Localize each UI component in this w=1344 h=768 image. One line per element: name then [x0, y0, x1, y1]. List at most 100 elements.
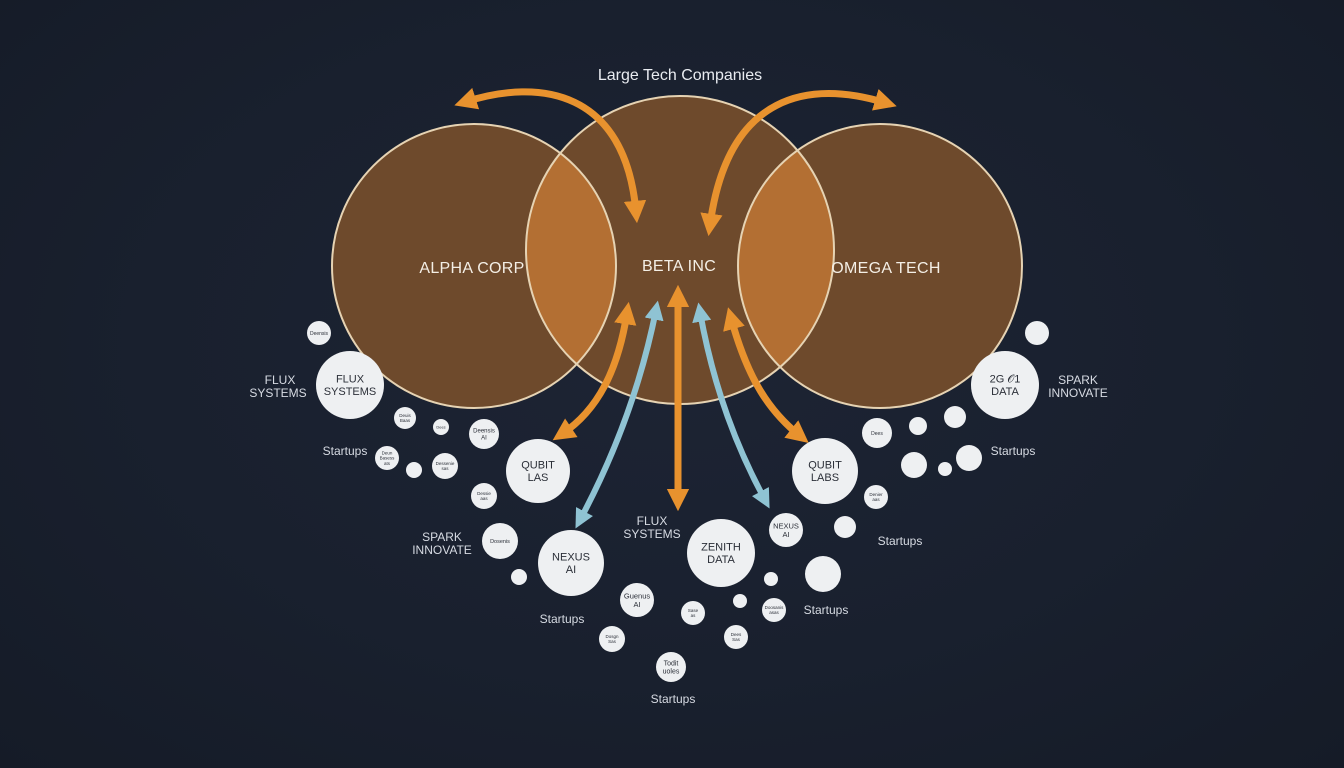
startup-dot-circle: [944, 406, 966, 428]
small-7-text: Dosenis: [490, 539, 510, 545]
startup-dot-circle: [764, 572, 778, 586]
guenus-ai-text: AI: [633, 600, 640, 609]
small-13-text: aas: [872, 497, 880, 502]
zenith-data-text: ZENITH: [701, 542, 741, 554]
small-9-circle: [681, 601, 705, 625]
small-4-circle: [375, 446, 399, 470]
small-12-circle: [862, 418, 892, 448]
startup-dot: [406, 462, 422, 478]
small-8-text: Sas: [608, 639, 617, 644]
small-11-text: Doosanis: [765, 605, 785, 610]
small-10-text: Sas: [732, 637, 741, 642]
todit-uoles-text: uoles: [663, 668, 680, 675]
small-9-text: Sase: [688, 608, 699, 613]
flux-systems-text: FLUX: [336, 374, 365, 386]
arrow-beta-zenith-data: [692, 302, 770, 509]
startup-dot: [733, 594, 747, 608]
small-9-text: as: [691, 613, 697, 618]
arrow-beta-nexus-ai: [575, 300, 664, 529]
ai-small-left-text: AI: [481, 436, 487, 442]
data-right-text: 2G 𝒪1: [990, 374, 1021, 386]
small-2-text: Baas: [400, 418, 411, 423]
small-4-text: Deun: [382, 450, 393, 455]
startups-right-upper-label: Startups: [991, 444, 1036, 458]
startups-left-lower-label: Startups: [540, 612, 585, 626]
small-2-circle: [394, 407, 416, 429]
side-labels: FLUX SYSTEMS Startups SPARK INNOVATE Sta…: [249, 373, 1107, 706]
spark-innovate-left-label-line1: SPARK: [422, 530, 462, 544]
startup-dot: [834, 516, 856, 538]
qubit-las-text: QUBIT: [521, 460, 555, 472]
small-11-text: asas: [769, 610, 779, 615]
small-8-circle: [599, 626, 625, 652]
startup-dot: [938, 462, 952, 476]
startup-dot: [944, 406, 966, 428]
startup-dot: [909, 417, 927, 435]
small-7-circle: [482, 523, 518, 559]
guenus-ai-circle: [620, 583, 654, 617]
small-11-circle: [762, 598, 786, 622]
small-2-text: Deuis: [399, 413, 411, 418]
ai-small-left-text: Deensis: [473, 429, 495, 435]
small-1-text: Deensis: [310, 331, 329, 337]
todit-uoles-circle: [656, 652, 686, 682]
startup-dot: [956, 445, 982, 471]
small-10-text: Dees: [731, 632, 742, 637]
guenus-ai-text: Guenus: [624, 591, 651, 600]
qubit-las-circle: [506, 439, 570, 503]
startup-dot-circle: [805, 556, 841, 592]
startup-dot-circle: [938, 462, 952, 476]
startup-dot-circle: [909, 417, 927, 435]
small-1-bubble: Deensis: [307, 321, 331, 345]
flux-systems-center-label-line2: SYSTEMS: [623, 527, 680, 541]
relationship-arrows: [454, 87, 897, 529]
nexus-ai-right-circle: [769, 513, 803, 547]
todit-uoles-text: Todit: [664, 660, 679, 667]
small-5-circle: [432, 453, 458, 479]
zenith-data-circle: [687, 519, 755, 587]
data-right-circle: [971, 351, 1039, 419]
startup-dot: [805, 556, 841, 592]
flux-systems-circle: [316, 351, 384, 419]
nexus-ai-right-text: NEXUS: [773, 521, 799, 530]
startups-right-mid-label: Startups: [878, 534, 923, 548]
zenith-data-text: DATA: [707, 554, 735, 566]
startup-dot-circle: [901, 452, 927, 478]
omega-tech-label: OMEGA TECH: [831, 260, 940, 277]
startup-dot: [1025, 321, 1049, 345]
nexus-ai-right-text: AI: [782, 530, 789, 539]
qubit-las-text: LAS: [528, 472, 549, 484]
ai-small-left-circle: [469, 419, 499, 449]
qubit-labs-text: QUBIT: [808, 460, 842, 472]
small-6-circle: [471, 483, 497, 509]
nexus-ai-left-text: NEXUS: [552, 552, 590, 564]
small-3-text: Dees: [436, 424, 445, 429]
beta-inc-label: BETA INC: [642, 258, 716, 275]
startup-dot-circle: [511, 569, 527, 585]
flux-systems-center-label-line1: FLUX: [637, 514, 668, 528]
spark-innovate-left-label-line2: INNOVATE: [412, 543, 472, 557]
startups-right-lower-label: Startups: [804, 603, 849, 617]
spark-innovate-right-label-line2: INNOVATE: [1048, 386, 1108, 400]
small-12-text: Dees: [871, 431, 883, 437]
startup-dot-circle: [956, 445, 982, 471]
flux-systems-left-label-line2: SYSTEMS: [249, 386, 306, 400]
small-10-circle: [724, 625, 748, 649]
small-5-text: Dessenie: [436, 461, 455, 466]
